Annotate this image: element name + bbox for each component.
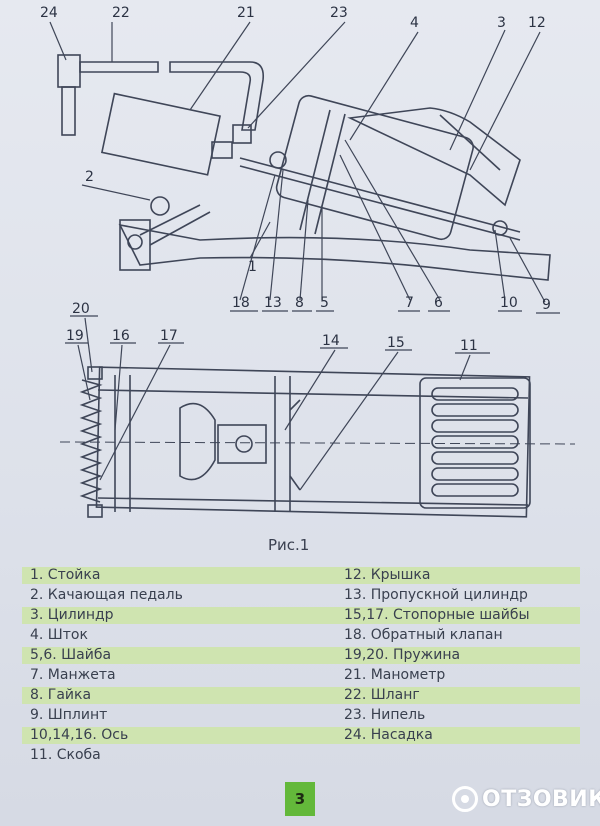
legend-item: 21. Манометр [344, 667, 446, 683]
legend-item: 22. Шланг [344, 687, 420, 703]
legend-row: 8. Гайка 22. Шланг [22, 687, 580, 704]
callout-21: 21 [237, 5, 255, 21]
nipple-part [232, 124, 252, 144]
legend-item: 10,14,16. Ось [30, 727, 129, 743]
legend-item: 12. Крышка [344, 567, 431, 583]
callout-23: 23 [330, 5, 348, 21]
spring-coils [79, 379, 103, 503]
piston-rod-2 [239, 165, 521, 241]
legend-item: 11. Скоба [30, 747, 101, 763]
legend-item: 1. Стойка [30, 567, 101, 583]
pedal-cover [347, 107, 521, 207]
legend-row: 7. Манжета 21. Манометр [22, 667, 580, 684]
legend-row: 3. Цилиндр 15,17. Стопорные шайбы [22, 607, 580, 624]
callout-3: 3 [497, 15, 506, 31]
legend-row: 1. Стойка 12. Крышка [22, 567, 580, 584]
legend-item: 24. Насадка [344, 727, 433, 743]
center-axis [59, 441, 576, 445]
callout-24: 24 [40, 5, 58, 21]
gauge-neck [211, 141, 233, 159]
pivot-left [127, 234, 143, 250]
callout-13: 13 [264, 295, 282, 311]
legend-row: 10,14,16. Ось 24. Насадка [22, 727, 580, 744]
legend-item: 3. Цилиндр [30, 607, 114, 623]
callout-16: 16 [112, 328, 130, 344]
callout-5: 5 [320, 295, 329, 311]
callout-12: 12 [528, 15, 546, 31]
callout-10: 10 [500, 295, 518, 311]
spring-post-top [87, 366, 103, 380]
base-frame [118, 223, 551, 281]
otzovik-watermark: ОТЗОВИК [452, 784, 600, 814]
page-number-badge: 3 [285, 782, 315, 816]
legend-item: 9. Шплинт [30, 707, 108, 723]
callout-18: 18 [232, 295, 250, 311]
legend-item: 13. Пропускной цилиндр [344, 587, 528, 603]
hose-part [79, 61, 159, 73]
figure-caption: Рис.1 [268, 536, 310, 554]
legend-item: 18. Обратный клапан [344, 627, 503, 643]
callout-6: 6 [434, 295, 443, 311]
plan-frame [95, 366, 531, 518]
callout-19: 19 [66, 328, 84, 344]
pivot-rod-end [269, 151, 287, 169]
pump-technical-drawing: 24 22 21 23 4 3 12 2 1 18 13 8 5 7 6 10 … [40, 5, 576, 518]
legend-item: 23. Нипель [344, 707, 426, 723]
piston-head [179, 402, 216, 481]
watermark-text: ОТЗОВИК [482, 786, 600, 812]
legend-row: 2. Качающая педаль 13. Пропускной цилинд… [22, 587, 580, 604]
legend-row: 11. Скоба [22, 747, 580, 764]
callout-8: 8 [295, 295, 304, 311]
legend-row: 5,6. Шайба 19,20. Пружина [22, 647, 580, 664]
legend-row: 9. Шплинт 23. Нипель [22, 707, 580, 724]
cylinder-divider-2 [314, 113, 346, 235]
pedal-pad-ribs [431, 387, 519, 497]
callout-11: 11 [460, 338, 478, 354]
piston-block [217, 424, 267, 464]
spring-post-bottom [87, 504, 103, 518]
cylinder-divider [299, 109, 331, 231]
legend-item: 19,20. Пружина [344, 647, 461, 663]
pedal-pad [419, 377, 531, 509]
callout-15: 15 [387, 335, 405, 351]
callout-22: 22 [112, 5, 130, 21]
legend-item: 7. Манжета [30, 667, 116, 683]
callout-20: 20 [72, 301, 90, 317]
callout-4: 4 [410, 15, 419, 31]
watermark-logo-icon [452, 786, 478, 812]
callout-17: 17 [160, 328, 178, 344]
callout-9: 9 [542, 297, 551, 313]
nozzle-part [57, 54, 81, 88]
legend-item: 5,6. Шайба [30, 647, 112, 663]
pedal-pivot [150, 196, 170, 216]
piston-bolt [235, 435, 253, 453]
legend-item: 4. Шток [30, 627, 88, 643]
hose-bend [169, 61, 265, 131]
nozzle-tip [61, 86, 76, 136]
pedal-ribs [439, 114, 501, 171]
legend-item: 15,17. Стопорные шайбы [344, 607, 530, 623]
cylinder-body [275, 94, 474, 241]
legend-row: 4. Шток 18. Обратный клапан [22, 627, 580, 644]
pedal-arm [139, 204, 211, 246]
callout-14: 14 [322, 333, 340, 349]
callout-2: 2 [85, 169, 94, 185]
piston-rod [239, 157, 521, 233]
callout-1: 1 [248, 259, 257, 275]
pivot-right [492, 220, 508, 236]
legend-item: 2. Качающая педаль [30, 587, 183, 603]
legend-item: 8. Гайка [30, 687, 92, 703]
pressure-gauge [100, 92, 221, 176]
callout-7: 7 [405, 295, 414, 311]
